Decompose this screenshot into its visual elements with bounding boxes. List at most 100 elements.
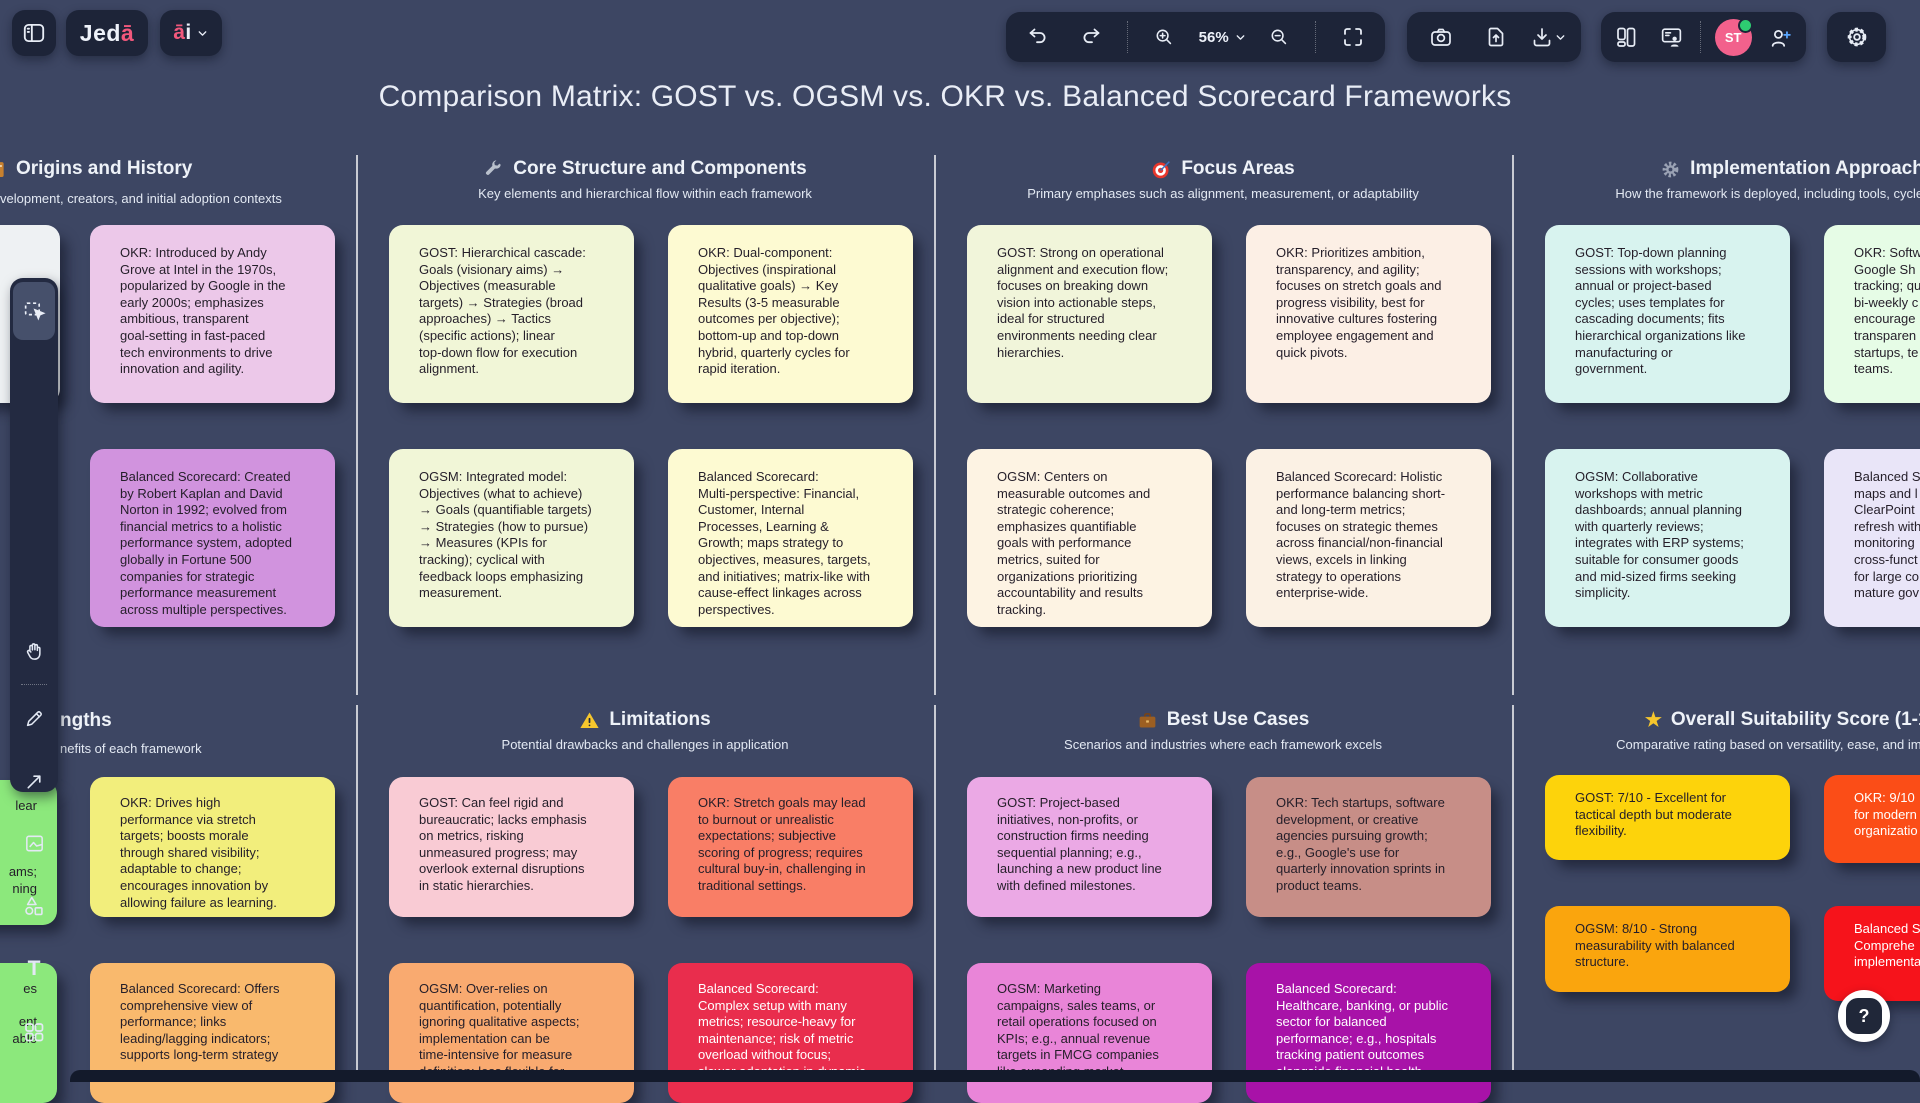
gear-icon <box>1660 159 1681 180</box>
tool-separator <box>21 684 47 685</box>
book-icon <box>0 159 8 180</box>
sticky-note-okr-implementation[interactable]: OKR: Softw Google Sh tracking; qu bi-wee… <box>1824 225 1920 403</box>
sticky-note-ogsm-focus[interactable]: OGSM: Centers on measurable outcomes and… <box>967 449 1212 627</box>
sticky-note-gost-use-cases[interactable]: GOST: Project-based initiatives, non-pro… <box>967 777 1212 917</box>
export-toolbar <box>1407 12 1581 62</box>
zoom-level-dropdown[interactable]: 56% <box>1197 29 1247 46</box>
jeda-logo: Jedā <box>79 19 135 46</box>
section-header-use-cases[interactable]: Best Use Cases Scenarios and industries … <box>934 709 1512 752</box>
fit-screen-button[interactable] <box>1333 17 1373 57</box>
toolbar-separator <box>1315 21 1317 53</box>
pan-tool[interactable] <box>14 631 54 671</box>
sticky-note-gost-implementation[interactable]: GOST: Top-down planning sessions with wo… <box>1545 225 1790 403</box>
shapes-tool[interactable] <box>14 886 54 926</box>
sticky-note-bsc-limitations[interactable]: Balanced Scorecard: Complex setup with m… <box>668 963 913 1103</box>
warning-icon <box>579 710 600 731</box>
text-tool[interactable]: T <box>14 949 54 989</box>
sticky-note-okr-core[interactable]: OKR: Dual-component: Objectives (inspira… <box>668 225 913 403</box>
fit-screen-icon <box>1341 25 1365 49</box>
download-menu-button[interactable] <box>1530 25 1567 49</box>
section-header-origins[interactable]: Origins and History <box>0 158 192 180</box>
redo-icon <box>1079 25 1103 49</box>
sticky-note-bsc-origins[interactable]: Balanced Scorecard: Created by Robert Ka… <box>90 449 335 627</box>
settings-button[interactable] <box>1837 17 1877 57</box>
sticky-note-bsc-use-cases[interactable]: Balanced Scorecard: Healthcare, banking,… <box>1246 963 1491 1103</box>
section-subtitle: Comparative rating based on versatility,… <box>1616 737 1920 752</box>
screenshot-button[interactable] <box>1421 17 1461 57</box>
image-icon <box>23 832 46 855</box>
section-header-limitations[interactable]: Limitations Potential drawbacks and chal… <box>356 709 934 752</box>
zoom-in-icon <box>1153 26 1175 48</box>
online-status-dot <box>1737 17 1753 33</box>
ai-menu-button[interactable]: āi <box>160 10 222 56</box>
column-divider <box>1512 705 1514 1080</box>
pen-icon <box>23 707 46 730</box>
avatar[interactable]: ST <box>1714 17 1753 56</box>
section-subtitle: Primary emphases such as alignment, meas… <box>1027 186 1419 201</box>
section-header-focus[interactable]: Focus Areas Primary emphases such as ali… <box>934 158 1512 201</box>
sticky-note-bsc-core[interactable]: Balanced Scorecard: Multi-perspective: F… <box>668 449 913 627</box>
section-header-core[interactable]: Core Structure and Components Key elemen… <box>356 158 934 201</box>
jeda-logo-button[interactable]: Jedā <box>66 10 148 56</box>
sticky-note-ogsm-use-cases[interactable]: OGSM: Marketing campaigns, sales teams, … <box>967 963 1212 1103</box>
toolbar-separator <box>1126 21 1128 53</box>
sticky-note-okr-focus[interactable]: OKR: Prioritizes ambition, transparency,… <box>1246 225 1491 403</box>
zoom-in-button[interactable] <box>1144 17 1184 57</box>
chevron-down-icon <box>1554 31 1567 44</box>
sticky-note-okr-use-cases[interactable]: OKR: Tech startups, software development… <box>1246 777 1491 917</box>
star-icon: ★ <box>1644 709 1662 731</box>
sticky-note-okr-strengths[interactable]: OKR: Drives high performance via stretch… <box>90 777 335 917</box>
sticky-note-bsc-score[interactable]: Balanced S Comprehe implementa <box>1824 906 1920 1001</box>
ai-label: āi <box>173 21 192 44</box>
upload-file-icon <box>1484 25 1508 49</box>
invite-user-button[interactable] <box>1761 17 1801 57</box>
present-icon <box>1659 25 1684 50</box>
select-tool[interactable] <box>13 282 55 340</box>
column-divider <box>1512 155 1514 695</box>
section-title: Focus Areas <box>1181 158 1295 179</box>
sticky-note-ogsm-implementation[interactable]: OGSM: Collaborative workshops with metri… <box>1545 449 1790 627</box>
section-subtitle: How the framework is deployed, including… <box>1615 186 1920 201</box>
layout-columns-button[interactable] <box>1606 17 1646 57</box>
section-header-suitability[interactable]: ★Overall Suitability Score (1-10 Compara… <box>1512 709 1920 752</box>
arrow-tool[interactable] <box>14 761 54 801</box>
zoom-level: 56% <box>1198 28 1229 46</box>
sticky-note-bsc-strengths[interactable]: Balanced Scorecard: Offers comprehensive… <box>90 963 335 1103</box>
section-subtitle-strengths: nefits of each framework <box>60 741 202 756</box>
sticky-note-ogsm-score[interactable]: OGSM: 8/10 - Strong measurability with b… <box>1545 906 1790 992</box>
sidebar-toggle-button[interactable] <box>12 10 56 56</box>
pen-tool[interactable] <box>14 698 54 738</box>
undo-button[interactable] <box>1018 17 1058 57</box>
sticky-note-bsc-implementation[interactable]: Balanced S maps and l ClearPoint refresh… <box>1824 449 1920 627</box>
sticky-note-okr-limitations[interactable]: OKR: Stretch goals may lead to burnout o… <box>668 777 913 917</box>
sticky-note-okr-score[interactable]: OKR: 9/10 for modern organizatio <box>1824 775 1920 863</box>
sticky-note-ogsm-core[interactable]: OGSM: Integrated model: Objectives (what… <box>389 449 634 627</box>
gear-icon <box>1844 24 1870 50</box>
present-button[interactable] <box>1651 17 1691 57</box>
sticky-note-gost-strengths[interactable]: lear ams; ning <box>0 780 57 925</box>
upload-file-button[interactable] <box>1476 17 1516 57</box>
sticky-note-ogsm-limitations[interactable]: OGSM: Over-relies on quantification, pot… <box>389 963 634 1103</box>
download-icon <box>1530 25 1554 49</box>
sticky-note-okr-origins[interactable]: OKR: Introduced by Andy Grove at Intel i… <box>90 225 335 403</box>
canvas-title[interactable]: Comparison Matrix: GOST vs. OGSM vs. OKR… <box>378 80 1512 113</box>
sticky-note-gost-limitations[interactable]: GOST: Can feel rigid and bureaucratic; l… <box>389 777 634 917</box>
help-button[interactable]: ? <box>1838 990 1890 1042</box>
sticky-note-gost-core[interactable]: GOST: Hierarchical cascade: Goals (visio… <box>389 225 634 403</box>
hand-icon <box>23 640 46 663</box>
section-title: Best Use Cases <box>1166 709 1310 730</box>
section-subtitle-origins: velopment, creators, and initial adoptio… <box>0 191 282 206</box>
templates-tool[interactable] <box>14 1012 54 1052</box>
sticky-note-gost-score[interactable]: GOST: 7/10 - Excellent for tactical dept… <box>1545 775 1790 860</box>
chevron-down-icon <box>1234 31 1247 44</box>
sticky-note-bsc-focus[interactable]: Balanced Scorecard: Holistic performance… <box>1246 449 1491 627</box>
image-tool[interactable] <box>14 823 54 863</box>
section-title: Core Structure and Components <box>513 158 807 179</box>
section-header-implementation[interactable]: Implementation Approach How the framewor… <box>1512 158 1920 201</box>
sticky-note-gost-focus[interactable]: GOST: Strong on operational alignment an… <box>967 225 1212 403</box>
zoom-out-button[interactable] <box>1259 17 1299 57</box>
section-header-strengths[interactable]: ngths <box>60 710 112 731</box>
wrench-icon <box>483 159 504 180</box>
redo-button[interactable] <box>1071 17 1111 57</box>
invite-user-icon <box>1768 25 1793 50</box>
